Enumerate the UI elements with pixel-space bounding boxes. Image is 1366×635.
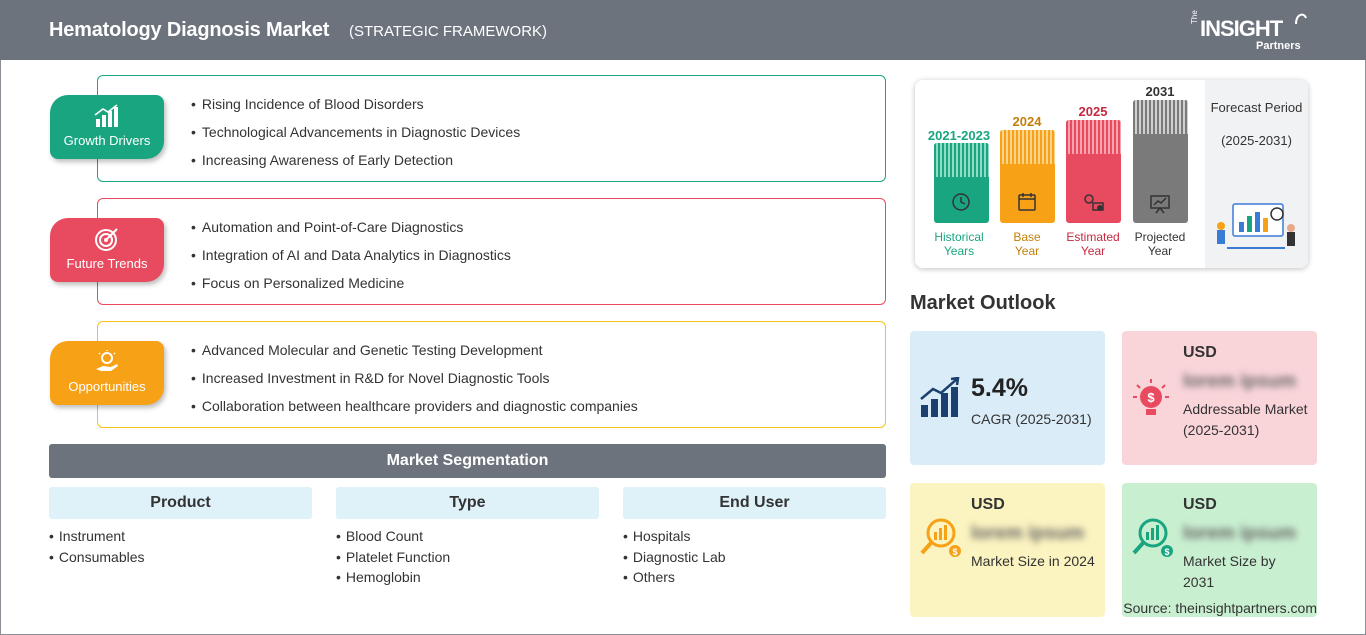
forecast-period-range: (2025-2031) bbox=[1221, 133, 1292, 148]
addressable-market-card: USD lorem ipsum Addressable Market (2025… bbox=[1122, 331, 1317, 465]
opportunities-label: Opportunities bbox=[68, 379, 146, 394]
future-trends-badge: Future Trends bbox=[50, 218, 164, 282]
market-outlook-title: Market Outlook bbox=[910, 292, 1056, 314]
estimate-gears-icon bbox=[1084, 194, 1104, 211]
insight-partners-logo[interactable]: The INSIGHT Partners bbox=[1190, 10, 1310, 54]
cagr-value: 5.4% bbox=[971, 374, 1028, 402]
growth-drivers-badge: Growth Drivers bbox=[50, 95, 164, 159]
segment-product-column: Product Instrument Consumables bbox=[49, 487, 312, 568]
list-item: Technological Advancements in Diagnostic… bbox=[191, 122, 520, 150]
list-item: Focus on Personalized Medicine bbox=[191, 273, 511, 301]
size-2031-label: Market Size by 2031 bbox=[1183, 553, 1276, 590]
future-trends-list: Automation and Point-of-Care Diagnostics… bbox=[191, 217, 511, 301]
growth-chart-icon bbox=[94, 104, 118, 127]
growth-trend-icon bbox=[920, 377, 960, 417]
timeline-bar-base bbox=[1000, 130, 1055, 223]
magnifier-chart-icon: $ bbox=[1132, 518, 1173, 557]
size-2024-currency: USD bbox=[971, 496, 1005, 513]
opportunities-card: Advanced Molecular and Genetic Testing D… bbox=[97, 321, 886, 428]
timeline-year-estimated: 2025 bbox=[1078, 104, 1108, 119]
addressable-value: lorem ipsum bbox=[1183, 371, 1296, 392]
list-item: Increased Investment in R&D for Novel Di… bbox=[191, 368, 638, 396]
svg-text:$: $ bbox=[1164, 547, 1169, 557]
size-2024-label: Market Size in 2024 bbox=[971, 553, 1095, 569]
list-item: Increasing Awareness of Early Detection bbox=[191, 150, 520, 178]
future-trends-label: Future Trends bbox=[66, 256, 148, 271]
segment-head-end-user: End User bbox=[623, 487, 886, 519]
list-item: Advanced Molecular and Genetic Testing D… bbox=[191, 340, 638, 368]
market-size-2031-card: USD lorem ipsum Market Size by 2031 $ bbox=[1122, 483, 1317, 617]
calendar-icon bbox=[1018, 193, 1036, 211]
opportunities-list: Advanced Molecular and Genetic Testing D… bbox=[191, 340, 638, 424]
size-2031-currency: USD bbox=[1183, 496, 1217, 513]
growth-drivers-card: Rising Incidence of Blood Disorders Tech… bbox=[97, 75, 886, 182]
timeline-bar-historical bbox=[934, 143, 989, 223]
forecast-period-label: Forecast Period bbox=[1210, 100, 1303, 115]
list-item: Others bbox=[623, 568, 886, 589]
logo-main-text: INSIGHT bbox=[1200, 16, 1283, 41]
size-2024-value: lorem ipsum bbox=[971, 523, 1084, 544]
list-item: Integration of AI and Data Analytics in … bbox=[191, 245, 511, 273]
list-item: Diagnostic Lab bbox=[623, 548, 886, 569]
segment-head-product: Product bbox=[49, 487, 312, 519]
addressable-label: Addressable Market (2025-2031) bbox=[1183, 401, 1308, 438]
timeline-panel: Forecast Period (2025-2031) 2021-2023 Hi… bbox=[915, 80, 1308, 268]
list-item: Consumables bbox=[49, 548, 312, 569]
lightbulb-hand-icon bbox=[96, 350, 118, 371]
list-item: Instrument bbox=[49, 527, 312, 548]
timeline-bar-estimated bbox=[1066, 120, 1121, 223]
analytics-people-icon bbox=[1217, 203, 1295, 249]
logo-swoosh-icon bbox=[1295, 13, 1307, 25]
svg-text:$: $ bbox=[952, 547, 957, 557]
list-item: Collaboration between healthcare provide… bbox=[191, 396, 638, 424]
dollar-bulb-icon: $ bbox=[1133, 379, 1169, 415]
growth-drivers-label: Growth Drivers bbox=[63, 133, 151, 148]
market-size-2024-card: USD lorem ipsum Market Size in 2024 $ bbox=[910, 483, 1105, 617]
logo-sub-text: Partners bbox=[1256, 40, 1301, 52]
opportunities-badge: Opportunities bbox=[50, 341, 164, 405]
timeline-year-projected: 2031 bbox=[1145, 84, 1175, 99]
segment-type-column: Type Blood Count Platelet Function Hemog… bbox=[336, 487, 599, 589]
logo-the-text: The bbox=[1190, 10, 1199, 24]
segment-end-user-column: End User Hospitals Diagnostic Lab Others bbox=[623, 487, 886, 589]
forecast-period-panel: Forecast Period (2025-2031) bbox=[1205, 80, 1308, 268]
list-item: Hospitals bbox=[623, 527, 886, 548]
header-banner: Hematology Diagnosis Market (STRATEGIC F… bbox=[0, 0, 1366, 60]
growth-drivers-list: Rising Incidence of Blood Disorders Tech… bbox=[191, 94, 520, 178]
page-subtitle: (STRATEGIC FRAMEWORK) bbox=[349, 23, 548, 40]
list-item: Hemoglobin bbox=[336, 568, 599, 589]
magnifier-chart-icon: $ bbox=[920, 518, 961, 557]
future-trends-card: Automation and Point-of-Care Diagnostics… bbox=[97, 198, 886, 305]
segment-head-type: Type bbox=[336, 487, 599, 519]
source-credit: Source: theinsightpartners.com bbox=[1123, 600, 1317, 616]
target-icon bbox=[95, 228, 118, 251]
history-clock-icon bbox=[952, 193, 970, 211]
projection-board-icon bbox=[1150, 195, 1170, 214]
page-title: Hematology Diagnosis Market bbox=[49, 19, 330, 41]
list-item: Automation and Point-of-Care Diagnostics bbox=[191, 217, 511, 245]
size-2031-value: lorem ipsum bbox=[1183, 523, 1296, 544]
cagr-card: 5.4% CAGR (2025-2031) bbox=[910, 331, 1105, 465]
list-item: Blood Count bbox=[336, 527, 599, 548]
timeline-bar-projected bbox=[1133, 100, 1188, 223]
cagr-label: CAGR (2025-2031) bbox=[971, 411, 1092, 427]
addressable-currency: USD bbox=[1183, 344, 1217, 361]
market-segmentation-header: Market Segmentation bbox=[49, 444, 886, 478]
list-item: Platelet Function bbox=[336, 548, 599, 569]
timeline-year-base: 2024 bbox=[1012, 114, 1042, 129]
svg-text:$: $ bbox=[1147, 390, 1155, 405]
list-item: Rising Incidence of Blood Disorders bbox=[191, 94, 520, 122]
timeline-year-historical: 2021-2023 bbox=[927, 128, 991, 143]
